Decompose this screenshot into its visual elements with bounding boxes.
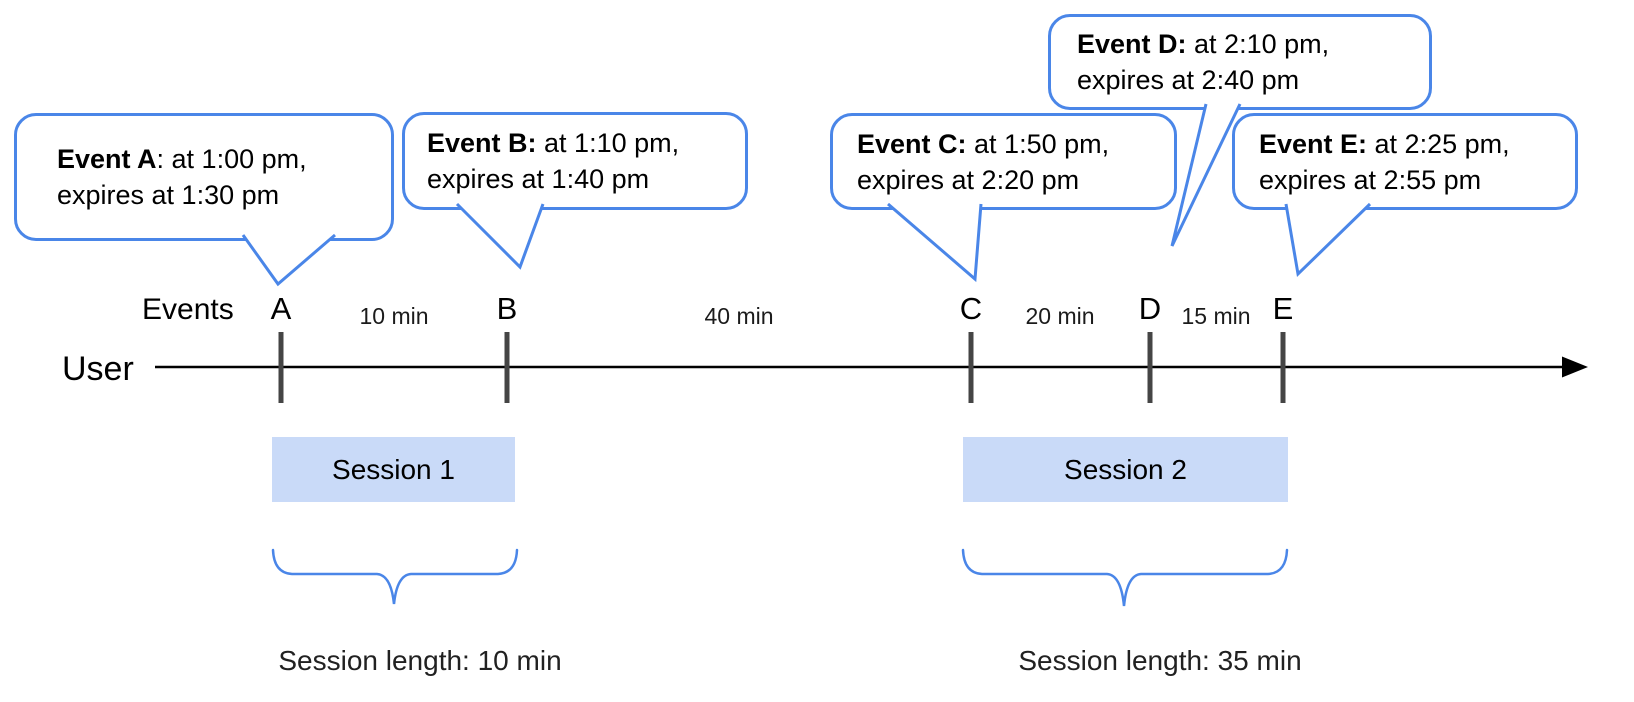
timeline-arrowhead — [1562, 356, 1588, 378]
session-1-length-caption: Session length: 10 min — [278, 645, 562, 676]
interval-label-d-e: 15 min — [1181, 303, 1251, 329]
tick-label-c: C — [959, 291, 983, 326]
event-e-callout-tail — [1284, 202, 1372, 278]
event-a-callout-line1: Event A: at 1:00 pm, — [57, 141, 391, 177]
user-row-label: User — [62, 350, 134, 388]
event-e-callout: Event E: at 2:25 pm, expires at 2:55 pm — [1232, 113, 1578, 210]
session-1-label: Session 1 — [332, 453, 455, 485]
event-c-callout-tail — [887, 202, 983, 283]
event-c-callout: Event C: at 1:50 pm, expires at 2:20 pm — [830, 113, 1177, 210]
event-b-callout-line2: expires at 1:40 pm — [427, 164, 650, 194]
event-c-callout-title: Event C: — [857, 128, 967, 159]
event-d-callout-time: at 2:10 pm, — [1186, 29, 1330, 59]
session-2-bar: Session 2 — [963, 437, 1288, 502]
tick-label-e: E — [1272, 291, 1294, 326]
event-a-callout-tail — [241, 233, 336, 287]
session-1-brace — [271, 548, 519, 605]
interval-label-a-b: 10 min — [359, 303, 429, 329]
event-b-callout-time: at 1:10 pm, — [536, 128, 680, 158]
tick-label-d: D — [1138, 291, 1162, 326]
event-a-callout-time: : at 1:00 pm, — [156, 144, 307, 174]
events-row-label: Events — [142, 293, 234, 326]
event-c-callout-line1: Event C: at 1:50 pm, — [857, 126, 1174, 162]
event-b-callout-tail — [455, 202, 545, 270]
event-e-callout-time: at 2:25 pm, — [1367, 128, 1510, 159]
tick-label-a: A — [270, 291, 292, 326]
event-d-callout: Event D: at 2:10 pm, expires at 2:40 pm — [1048, 14, 1432, 110]
interval-label-b-c: 40 min — [704, 303, 774, 329]
event-a-callout: Event A: at 1:00 pm, expires at 1:30 pm — [14, 113, 394, 241]
event-b-callout-line1: Event B: at 1:10 pm, — [427, 125, 745, 161]
session-1-bar: Session 1 — [272, 437, 515, 502]
event-d-callout-tail — [1170, 103, 1242, 247]
tick-label-b: B — [496, 291, 518, 326]
event-b-callout-title: Event B: — [427, 128, 537, 158]
event-d-callout-line2: expires at 2:40 pm — [1077, 65, 1300, 95]
event-b-callout: Event B: at 1:10 pm, expires at 1:40 pm — [402, 112, 748, 210]
event-e-callout-line2: expires at 2:55 pm — [1259, 164, 1482, 195]
event-c-callout-time: at 1:50 pm, — [966, 128, 1110, 159]
session-2-label: Session 2 — [1064, 453, 1187, 485]
event-d-callout-title: Event D: — [1077, 29, 1187, 59]
interval-label-c-d: 20 min — [1025, 303, 1095, 329]
event-a-callout-title: Event A — [57, 144, 157, 174]
session-2-length-caption: Session length: 35 min — [1018, 645, 1302, 676]
event-d-callout-line1: Event D: at 2:10 pm, — [1077, 26, 1429, 62]
session-2-brace — [961, 548, 1289, 607]
event-c-callout-line2: expires at 2:20 pm — [857, 164, 1080, 195]
event-a-callout-line2: expires at 1:30 pm — [57, 180, 280, 210]
event-e-callout-title: Event E: — [1259, 128, 1368, 159]
event-e-callout-line1: Event E: at 2:25 pm, — [1259, 126, 1575, 162]
